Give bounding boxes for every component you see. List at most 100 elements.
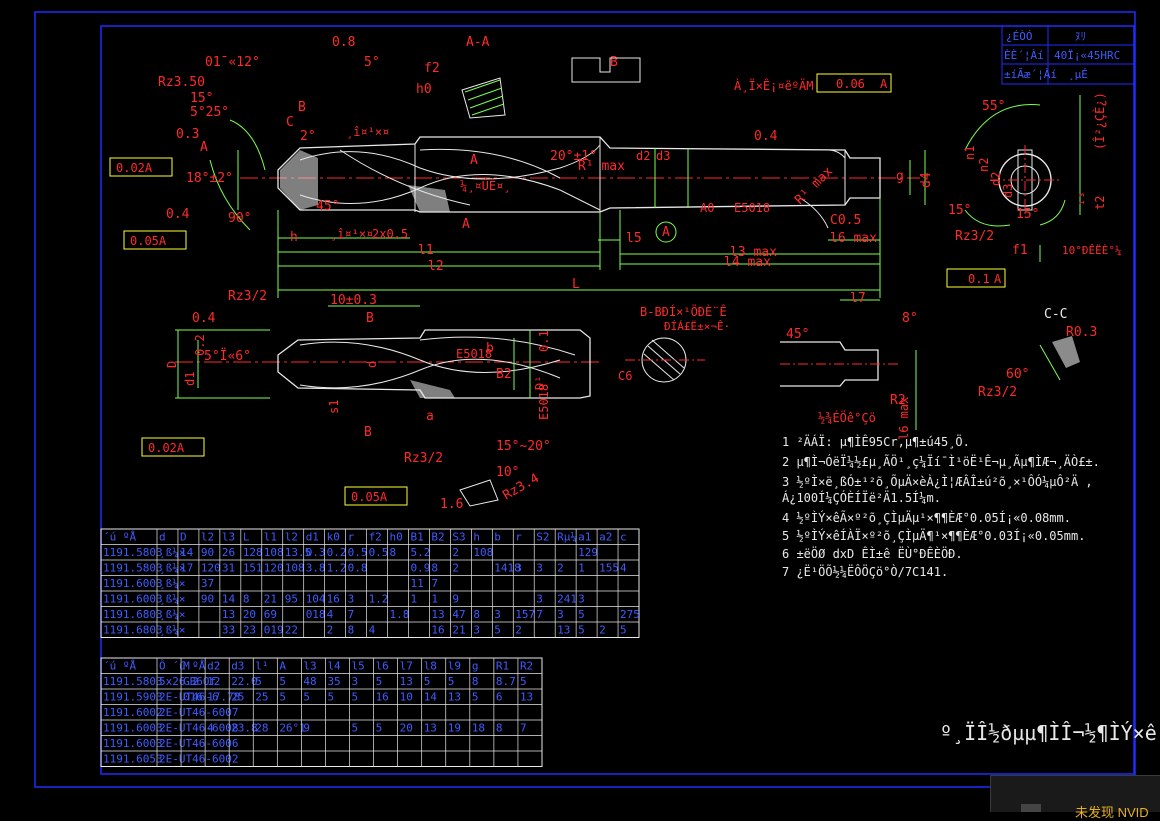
table-header-cell: d [159,531,166,544]
table-cell: 8 [473,608,480,621]
table-header-cell: ´ú ºÅ [103,660,136,673]
angle-15-20: 15°~20° [496,439,551,454]
table-header-cell: d1 [306,531,319,544]
angle-45b: 45° [786,327,809,342]
table-cell: 108 [264,546,284,559]
table-cell: 90 [201,546,214,559]
table-header-cell: D [180,531,187,544]
table-cell: 1.2 [369,593,389,606]
table-cell: 1191.6003 [103,737,163,750]
angle-5: 5° [364,55,380,70]
rz-32b: Rz3/2 [978,385,1017,400]
table-header-cell: l9 [448,660,461,673]
table-cell: 1191.6003 [103,577,163,590]
table-cell: 104 [306,593,326,606]
rz-50: Rz3.50 [158,75,205,90]
dim-d2: d2 [636,149,650,163]
table-cell: 8 [243,593,250,606]
table-cell: 9 [452,593,459,606]
table-header-cell: l3 [303,660,316,673]
table-header-cell: l2 [285,531,298,544]
table-cell: 47 [452,608,465,621]
note-6: 6 ±ëÖØ dxD ÊÌ±ê ËÙ°ÐÊÈÖÐ. [782,545,963,561]
table-cell: 25 [231,691,244,704]
table-cell: 5 [376,675,383,688]
table-cell: 4 [207,722,214,735]
table-header-cell: c [620,531,627,544]
table-cell: 95 [285,593,298,606]
scale-note: (Î²¿ÇÈ¿) [1092,92,1107,150]
dim-l5: l5 [626,231,642,246]
table-cell: 8 [431,562,438,575]
title-row3-label: ±íÃæ´¦Àí [1004,68,1057,81]
title-row2-value: 40Ï¡«45HRC [1054,49,1120,62]
table-cell: 1 [431,593,438,606]
table-cell: 1 [410,593,417,606]
table-cell: 108 [285,562,305,575]
end-view: 55° 15° 15° n1 n2 d2 d3 (Î²¿ÇÈ¿) t2 ¹³ R… [948,92,1122,262]
table-cell: 5 [620,624,627,637]
f1-note: 10°ÐÊËÈ°¼ [1062,244,1122,257]
shank-note: ½¾ÉÖê°Çö [818,409,876,425]
table-cell: 1.8 [390,608,410,621]
mark-a1: A [470,153,478,168]
inner-frame [100,25,1135,775]
table-cell: 5 [352,722,359,735]
table-cell: 48 [303,675,316,688]
table-cell: 0.3 [306,546,326,559]
table-cell: 35 [327,675,340,688]
table-header-cell: R1 [496,660,509,673]
tol-frame-5: 0.06 [836,77,865,91]
table-header-cell: l8 [424,660,437,673]
table-header-cell: ´ú ºÅ [103,531,136,544]
note-4: 4 ½ºÌÝ×êÃ×º²õ¸ÇÌµÄµ¹×¶¶ÈÆ°0.05Í¡«0.08mm. [782,510,1071,525]
table-header-cell: f2 [369,531,382,544]
table-cell: 5 [376,722,383,735]
section-bb-note2: ÐÍÁ£Ë±×¬Ê· [664,320,730,333]
table-cell: 241 [557,593,577,606]
table-cell: 018 [306,608,326,621]
table-cell: 120 [264,562,284,575]
table-header-cell: k0 [327,531,340,544]
angle-15d: 15° [1016,207,1039,222]
angle-18: 18°±2° [186,171,233,186]
table-cell: 13 [222,608,235,621]
table-header-cell: l4 [327,660,341,673]
table-cell: 7 [536,608,543,621]
r-max: R¹ max [792,164,836,208]
table-header-cell: l1 [264,531,277,544]
table-cell: 22 [285,624,298,637]
table-cell: 5 [472,691,479,704]
table-cell: 3 [536,593,543,606]
table-header-cell: S2 [536,531,549,544]
datum-a: A [662,225,670,240]
table-cell: 3 [494,608,501,621]
dim-l: L [572,277,580,292]
table-cell: 120 [201,562,221,575]
dim-03: 0.3 [176,127,199,142]
title-row2-label: ÈÈ´¦Àí [1004,49,1044,62]
footer-title: º¸ÏÎ½ðµµ¶ÌÎ¬½¶ÌÝ×ê [940,721,1157,745]
table-cell: 90 [201,593,214,606]
table-header-cell: A [279,660,286,673]
table-cell: 14 [222,593,236,606]
dim-n2: n2 [977,158,991,172]
table-cell: 12 [207,675,220,688]
table-header-cell: l7 [400,660,413,673]
table-cell: 10 [400,691,413,704]
note-3b: Á¿100Í¼ÇÓÈÍÏë²Ä1.5Í¼m. [782,490,941,505]
note-1: 1 ²ÄÁÏ: µ¶ÌÊ95Cr,µ¶±ú45¸Ö. [782,433,970,449]
top-dimensions [209,119,926,298]
tol-frame-4: 0.05A [351,490,388,504]
table-cell: 37 [201,577,214,590]
angle-60: 60° [1006,367,1029,382]
table-cell: 8.7 [496,675,516,688]
table-cell: 13 [557,624,570,637]
table-cell: 5 [279,691,286,704]
table-cell: 3 [536,562,543,575]
dim-r2: R2 [890,393,906,408]
table-cell: 5 [424,675,431,688]
table-cell: 17.78 [207,691,240,704]
dim-10: 10±0.3 [330,293,377,308]
